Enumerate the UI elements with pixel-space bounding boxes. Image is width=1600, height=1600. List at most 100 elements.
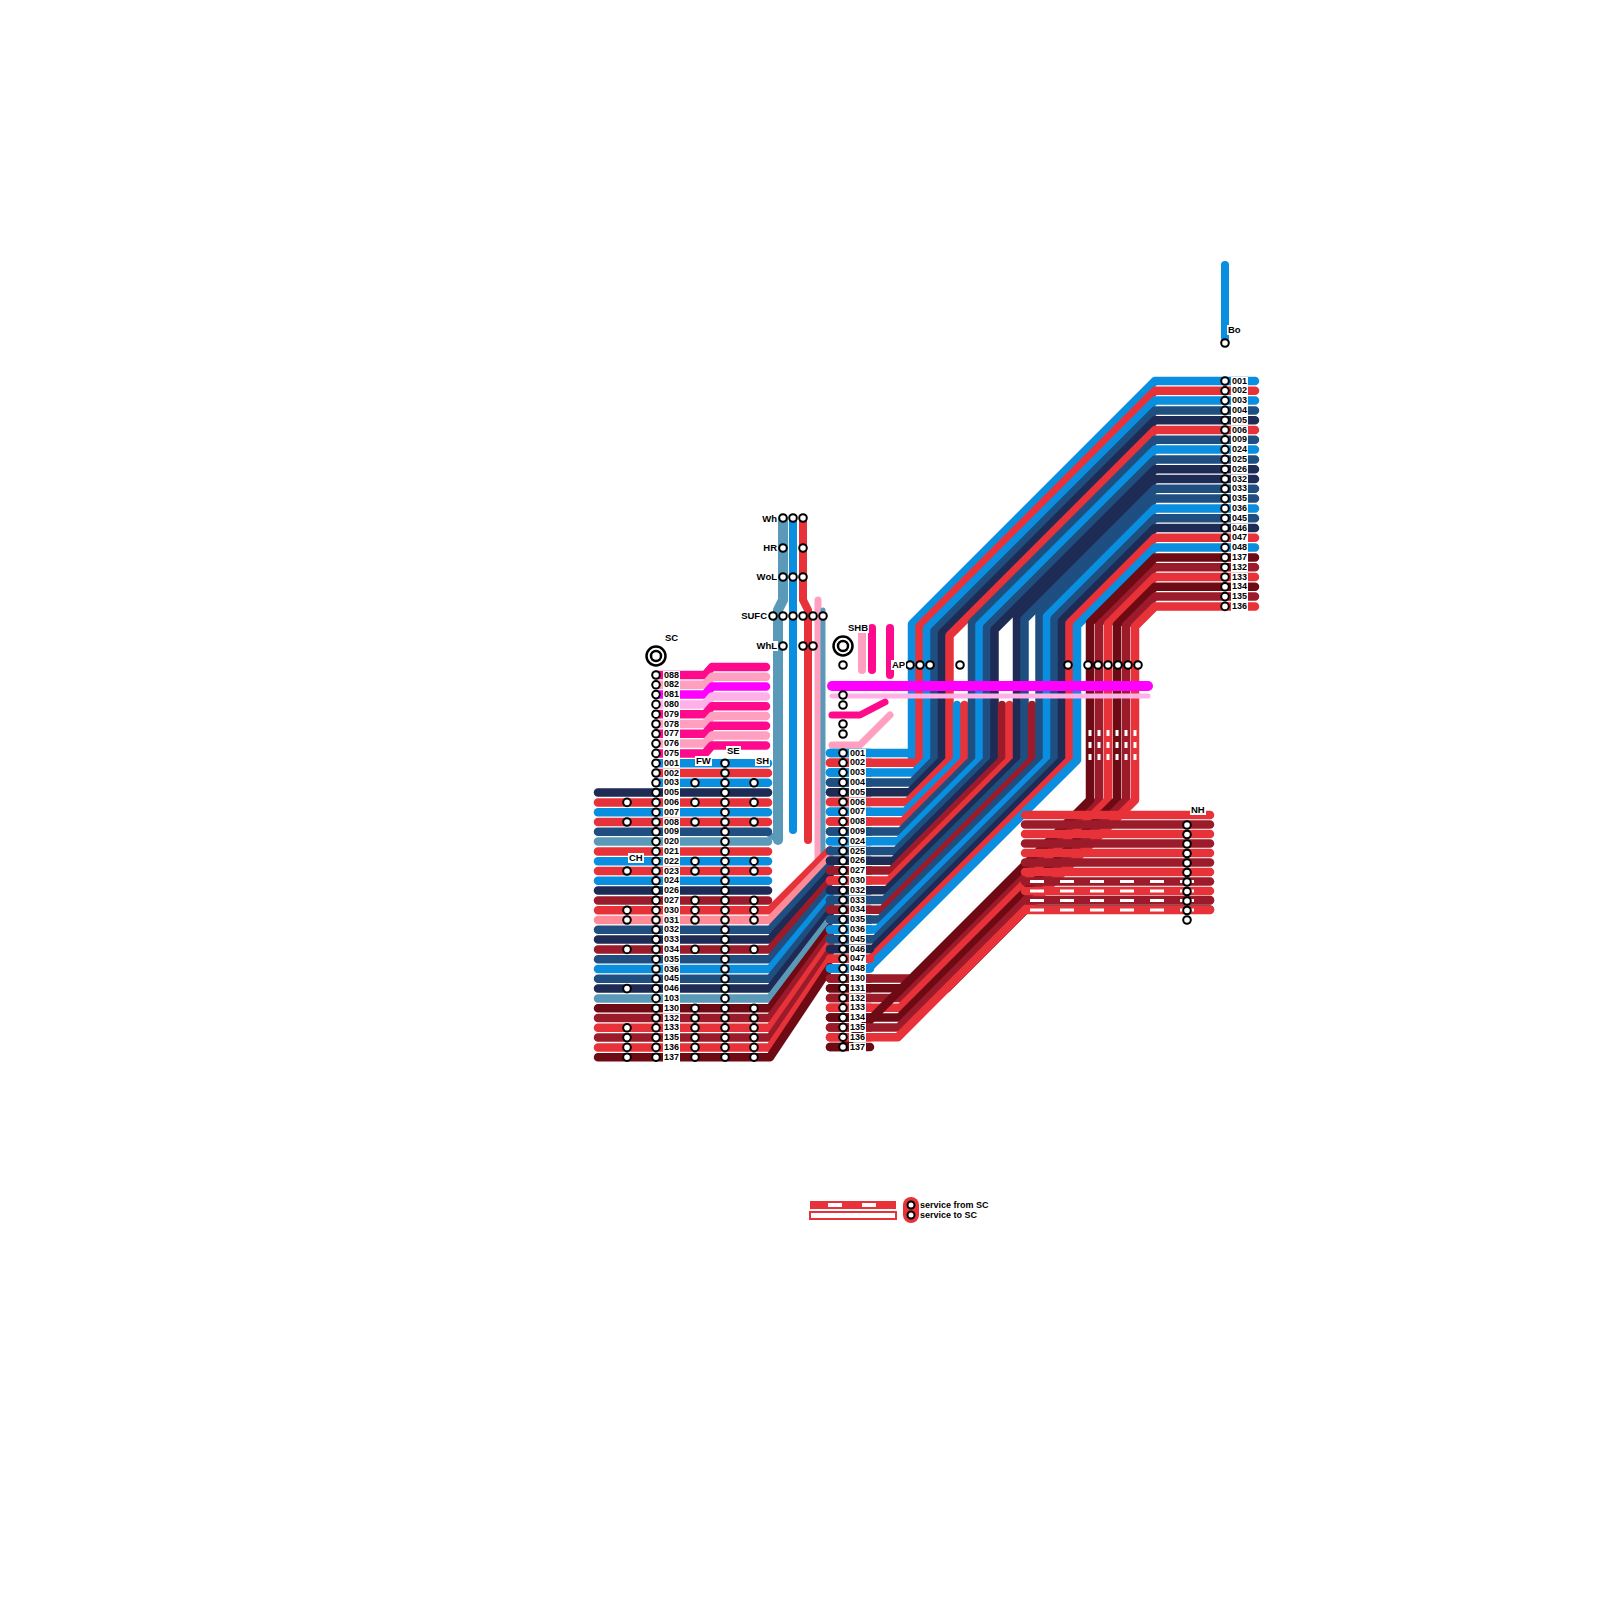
stop	[839, 867, 847, 875]
stop	[1221, 407, 1229, 415]
stop	[691, 1044, 699, 1052]
stop	[691, 1024, 699, 1032]
route-number: 006	[1231, 426, 1248, 435]
route-number: 025	[849, 847, 866, 856]
route-line	[830, 788, 870, 797]
stop	[1221, 573, 1229, 581]
stop	[1221, 593, 1229, 601]
stop	[652, 701, 660, 709]
stop	[926, 661, 934, 669]
stop	[721, 838, 729, 846]
stop	[839, 955, 847, 963]
stop	[956, 661, 964, 669]
stop	[652, 906, 660, 914]
route-line	[830, 768, 870, 777]
route-line	[598, 877, 768, 886]
route-number: 003	[849, 768, 866, 777]
stop	[839, 877, 847, 885]
stop	[652, 750, 660, 758]
stop	[1183, 897, 1191, 905]
route-line	[598, 837, 768, 846]
route-number: 134	[849, 1013, 866, 1022]
route-number: 027	[849, 866, 866, 875]
route-line	[656, 769, 768, 778]
stop-name: NH	[1190, 805, 1206, 815]
legend-text: service to SC	[919, 1211, 978, 1220]
stop	[721, 887, 729, 895]
stop	[1084, 661, 1092, 669]
stop	[652, 681, 660, 689]
route-number: 008	[663, 818, 680, 827]
stop-name: SE	[726, 746, 741, 756]
stop	[623, 946, 631, 954]
stop	[652, 887, 660, 895]
route-line	[830, 847, 870, 856]
stop	[652, 936, 660, 944]
stop	[750, 779, 758, 787]
stop	[750, 818, 758, 826]
stop	[789, 514, 797, 522]
stop	[839, 965, 847, 973]
route-line	[830, 597, 1255, 1028]
route-line	[830, 1043, 870, 1052]
stop	[750, 1034, 758, 1042]
route-number: 133	[1231, 573, 1248, 582]
stop	[721, 995, 729, 1003]
service-dash	[1089, 730, 1092, 760]
stop	[839, 935, 847, 943]
stop	[721, 799, 729, 807]
stop	[1221, 524, 1229, 532]
stop	[652, 877, 660, 885]
route-number: 131	[849, 984, 866, 993]
route-line	[832, 681, 1148, 691]
stop	[691, 857, 699, 865]
route-number: 034	[849, 905, 866, 914]
service-dash	[1134, 730, 1137, 760]
stop	[1183, 850, 1191, 858]
route-number: 024	[1231, 445, 1248, 454]
stop	[721, 897, 729, 905]
route-line	[598, 828, 768, 837]
route-number: 075	[663, 749, 680, 758]
route-line	[830, 857, 870, 866]
stop	[721, 848, 729, 856]
stop	[839, 847, 847, 855]
stop	[623, 906, 631, 914]
stop	[652, 975, 660, 983]
stop-name: AP	[891, 660, 906, 670]
stop	[839, 1033, 847, 1041]
stop	[1221, 563, 1229, 571]
stop	[839, 788, 847, 796]
stop	[779, 573, 787, 581]
stop	[623, 818, 631, 826]
stop	[691, 897, 699, 905]
stop	[779, 544, 787, 552]
route-number: 007	[663, 808, 680, 817]
stop	[779, 612, 787, 620]
route-line	[830, 925, 870, 934]
stop	[839, 828, 847, 836]
stop-name: CH	[628, 853, 644, 863]
stop	[1221, 495, 1229, 503]
stop	[1221, 456, 1229, 464]
stop	[839, 837, 847, 845]
stop	[750, 1053, 758, 1061]
stop	[750, 916, 758, 924]
route-line	[778, 520, 783, 840]
stop	[691, 1004, 699, 1012]
stop	[1221, 505, 1229, 513]
route-line	[830, 974, 870, 983]
stop	[721, 808, 729, 816]
route-number: 005	[1231, 416, 1248, 425]
service-dash	[1030, 890, 1205, 893]
stop	[623, 799, 631, 807]
route-number: 009	[1231, 435, 1248, 444]
stop-name: SH	[755, 756, 770, 766]
route-line	[598, 967, 830, 1057]
stop	[652, 926, 660, 934]
stop	[1221, 397, 1229, 405]
stop	[839, 691, 847, 699]
stop	[750, 799, 758, 807]
stop	[1183, 916, 1191, 924]
